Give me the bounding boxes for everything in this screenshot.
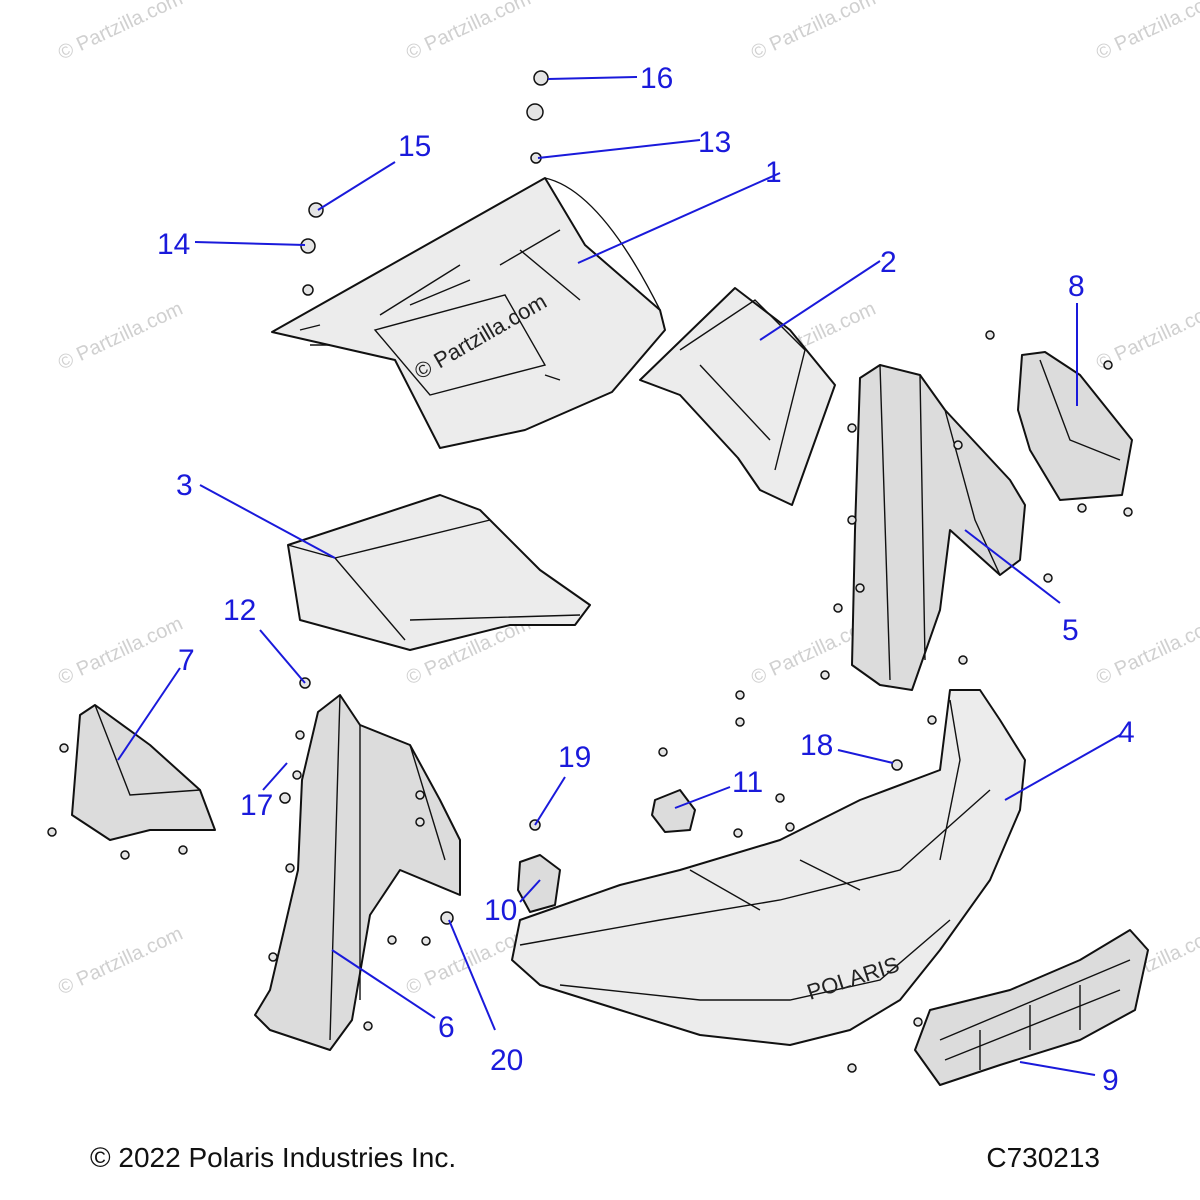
fastener <box>785 822 795 832</box>
fastener <box>913 1017 923 1027</box>
fastener <box>658 747 668 757</box>
watermark: © Partzilla.com <box>748 0 879 65</box>
fastener-14 <box>300 238 316 254</box>
fastener <box>387 935 397 945</box>
watermark: © Partzilla.com <box>403 0 534 65</box>
fastener-15 <box>308 202 324 218</box>
part-left-fender-liner <box>71 704 216 841</box>
watermark: © Partzilla.com <box>55 613 186 690</box>
part-right-inner-panel <box>639 287 836 506</box>
callout-8: 8 <box>1068 270 1085 303</box>
copyright-notice: © 2022 Polaris Industries Inc. <box>90 1142 457 1173</box>
fastener <box>855 583 865 593</box>
fastener <box>820 670 830 680</box>
callout-10: 10 <box>484 894 517 927</box>
grommet <box>526 103 544 121</box>
callout-12: 12 <box>223 594 256 627</box>
fastener <box>59 743 69 753</box>
fastener <box>735 717 745 727</box>
fastener <box>302 284 314 296</box>
fastener <box>421 936 431 946</box>
fastener <box>833 603 843 613</box>
fastener <box>285 863 295 873</box>
fastener <box>927 715 937 725</box>
watermark: © Partzilla.com <box>1093 613 1200 690</box>
callout-17: 17 <box>240 789 273 822</box>
drawing-number: C730213 <box>986 1142 1100 1173</box>
part-bracket-10 <box>517 854 561 913</box>
watermark: © Partzilla.com <box>55 923 186 1000</box>
fastener <box>363 1021 373 1031</box>
fastener-18 <box>891 759 903 771</box>
callout-13: 13 <box>698 126 731 159</box>
watermark: © Partzilla.com <box>55 298 186 375</box>
fastener <box>953 440 963 450</box>
fastener <box>1123 507 1133 517</box>
fastener <box>178 845 188 855</box>
callout-18: 18 <box>800 729 833 762</box>
fastener <box>268 952 278 962</box>
fastener <box>847 1063 857 1073</box>
watermark: © Partzilla.com <box>55 0 186 65</box>
hardware-fasteners <box>47 70 1133 1073</box>
callout-14: 14 <box>157 228 190 261</box>
part-right-fender-liner <box>1017 351 1133 501</box>
fastener <box>1043 573 1053 583</box>
callout-19: 19 <box>558 741 591 774</box>
callout-3: 3 <box>176 469 193 502</box>
callout-1: 1 <box>765 156 782 189</box>
callout-4: 4 <box>1118 716 1135 749</box>
fastener <box>1103 360 1113 370</box>
leader-lines <box>117 76 1121 1076</box>
part-right-fender-support <box>851 364 1026 691</box>
fastener <box>295 730 305 740</box>
part-left-inner-panel <box>287 494 591 651</box>
fastener <box>120 850 130 860</box>
fastener <box>292 770 302 780</box>
part-front-bumper: POLARIS <box>511 689 1026 1046</box>
fastener <box>847 515 857 525</box>
fastener-16 <box>533 70 549 86</box>
fastener <box>47 827 57 837</box>
callout-7: 7 <box>178 644 195 677</box>
fastener <box>847 423 857 433</box>
fastener <box>958 655 968 665</box>
callout-15: 15 <box>398 130 431 163</box>
callout-2: 2 <box>880 246 897 279</box>
fastener <box>1077 503 1087 513</box>
callout-16: 16 <box>640 62 673 95</box>
watermark: © Partzilla.com <box>1093 0 1200 65</box>
callout-11: 11 <box>732 766 763 799</box>
fastener <box>415 817 425 827</box>
fastener <box>735 690 745 700</box>
callout-labels: 1 2 3 4 5 6 7 8 9 10 11 12 13 14 15 16 1… <box>157 62 1135 1097</box>
fastener <box>733 828 743 838</box>
callout-9: 9 <box>1102 1064 1119 1097</box>
fastener <box>415 790 425 800</box>
fastener-17 <box>279 792 291 804</box>
callout-6: 6 <box>438 1011 455 1044</box>
part-left-fender-support <box>254 694 461 1051</box>
fastener <box>985 330 995 340</box>
part-bracket-11 <box>651 789 696 833</box>
fastener-20 <box>440 911 454 925</box>
part-hood: © Partzilla.com <box>271 177 666 449</box>
fastener <box>775 793 785 803</box>
part-grille <box>914 929 1149 1086</box>
callout-5: 5 <box>1062 614 1079 647</box>
callout-20: 20 <box>490 1044 523 1077</box>
